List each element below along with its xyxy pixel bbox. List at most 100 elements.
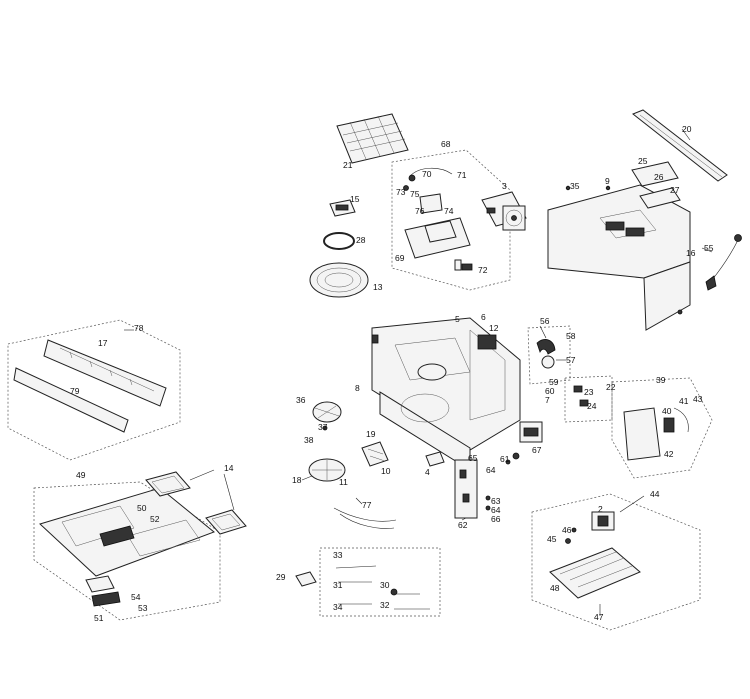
callout-69: 69 xyxy=(395,253,405,263)
latch-board-part xyxy=(454,459,491,519)
callout-17: 17 xyxy=(98,338,108,348)
control-panel-part xyxy=(43,339,167,407)
callout-10: 10 xyxy=(381,466,391,476)
lamp-cover-part xyxy=(85,575,121,607)
callout-20: 20 xyxy=(682,124,692,134)
callout-34: 34 xyxy=(333,602,343,612)
callout-21: 21 xyxy=(343,160,353,170)
callout-46: 46 xyxy=(562,525,572,535)
callout-labels: 2 3 4 5 6 7 8 9 10 11 12 13 14 15 16 17 … xyxy=(70,124,714,623)
fuse-group-outline xyxy=(564,375,613,423)
callout-61: 61 xyxy=(500,454,510,464)
callout-11: 11 xyxy=(339,477,348,487)
callout-43: 43 xyxy=(693,394,703,404)
callout-52: 52 xyxy=(150,514,160,524)
switch-group-outline xyxy=(527,325,571,385)
stirrer-part xyxy=(312,401,342,431)
control-panel-group-outline xyxy=(7,319,181,461)
hardware-kit-outline xyxy=(319,547,441,617)
callout-41: 41 xyxy=(679,396,689,406)
callout-51: 51 xyxy=(94,613,104,623)
callout-31: 31 xyxy=(333,580,343,590)
callout-37: 37 xyxy=(318,422,328,432)
base-group-outline xyxy=(531,493,701,631)
callout-78: 78 xyxy=(134,323,144,333)
hood-group-outline xyxy=(33,481,221,621)
roller-ring-part xyxy=(323,232,355,250)
callout-49: 49 xyxy=(76,470,86,480)
callout-62: 62 xyxy=(458,520,468,530)
callout-64-lower: 64 xyxy=(491,505,501,515)
turntable-tray-part xyxy=(309,262,369,298)
callout-24: 24 xyxy=(587,401,597,411)
callout-57: 57 xyxy=(566,355,576,365)
callout-73: 73 xyxy=(396,187,406,197)
callout-75: 75 xyxy=(410,189,420,199)
callout-77: 77 xyxy=(362,500,372,510)
wire-harness-part xyxy=(333,507,397,529)
callout-76: 76 xyxy=(415,206,425,216)
callout-26: 26 xyxy=(654,172,664,182)
callout-60: 60 xyxy=(545,386,555,396)
callout-42: 42 xyxy=(664,449,674,459)
hardware-kit-parts xyxy=(295,565,430,610)
upper-group-outline xyxy=(391,149,511,291)
grease-filter-part-a xyxy=(145,471,191,497)
magnetron-part xyxy=(623,407,689,461)
callout-25: 25 xyxy=(638,156,648,166)
callout-16: 16 xyxy=(686,248,696,258)
callout-63: 63 xyxy=(491,496,501,506)
callout-72: 72 xyxy=(478,265,488,275)
callout-74: 74 xyxy=(444,206,454,216)
callout-56: 56 xyxy=(540,316,550,326)
filter-cover-part xyxy=(329,199,356,217)
callout-6: 6 xyxy=(481,312,486,322)
callout-71: 71 xyxy=(457,170,467,180)
callout-8: 8 xyxy=(355,383,360,393)
transformer-part xyxy=(519,421,543,443)
outer-cabinet-part xyxy=(547,161,691,331)
callout-12: 12 xyxy=(489,323,499,333)
callout-67: 67 xyxy=(532,445,542,455)
callout-68: 68 xyxy=(441,139,451,149)
callout-30: 30 xyxy=(380,580,390,590)
callout-65: 65 xyxy=(468,453,478,463)
grease-filter-part-b xyxy=(205,509,247,535)
callout-22: 22 xyxy=(606,382,616,392)
callout-35: 35 xyxy=(570,181,580,191)
callout-9: 9 xyxy=(605,176,610,186)
hinge-part xyxy=(425,451,445,467)
motor-bracket-part xyxy=(403,167,473,271)
callout-27: 27 xyxy=(670,185,680,195)
callout-54: 54 xyxy=(131,592,141,602)
callout-64-upper: 64 xyxy=(486,465,496,475)
callout-23: 23 xyxy=(584,387,594,397)
callout-47: 47 xyxy=(594,612,604,622)
main-chassis-part xyxy=(371,259,521,471)
base-plate-part xyxy=(549,527,641,599)
callout-7: 7 xyxy=(545,395,550,405)
callout-53: 53 xyxy=(138,603,148,613)
magnetron-group-outline xyxy=(611,377,713,479)
hv-transformer-part xyxy=(591,511,615,531)
callout-32: 32 xyxy=(380,600,390,610)
power-cord-part xyxy=(705,234,742,291)
callout-3: 3 xyxy=(502,181,507,191)
callout-13: 13 xyxy=(373,282,383,292)
callout-5: 5 xyxy=(455,314,460,324)
fuse-holder-part xyxy=(573,385,589,407)
callout-66: 66 xyxy=(491,514,501,524)
callout-15: 15 xyxy=(350,194,360,204)
wire-rack-part xyxy=(336,113,409,164)
callout-38: 38 xyxy=(304,435,314,445)
callout-40: 40 xyxy=(662,406,672,416)
callout-18: 18 xyxy=(292,475,302,485)
callout-28: 28 xyxy=(356,235,366,245)
coupler-part xyxy=(308,458,346,482)
callout-29: 29 xyxy=(276,572,286,582)
callout-39: 39 xyxy=(656,375,666,385)
callout-19: 19 xyxy=(366,429,376,439)
callout-33: 33 xyxy=(333,550,343,560)
fan-motor-part xyxy=(481,191,527,231)
